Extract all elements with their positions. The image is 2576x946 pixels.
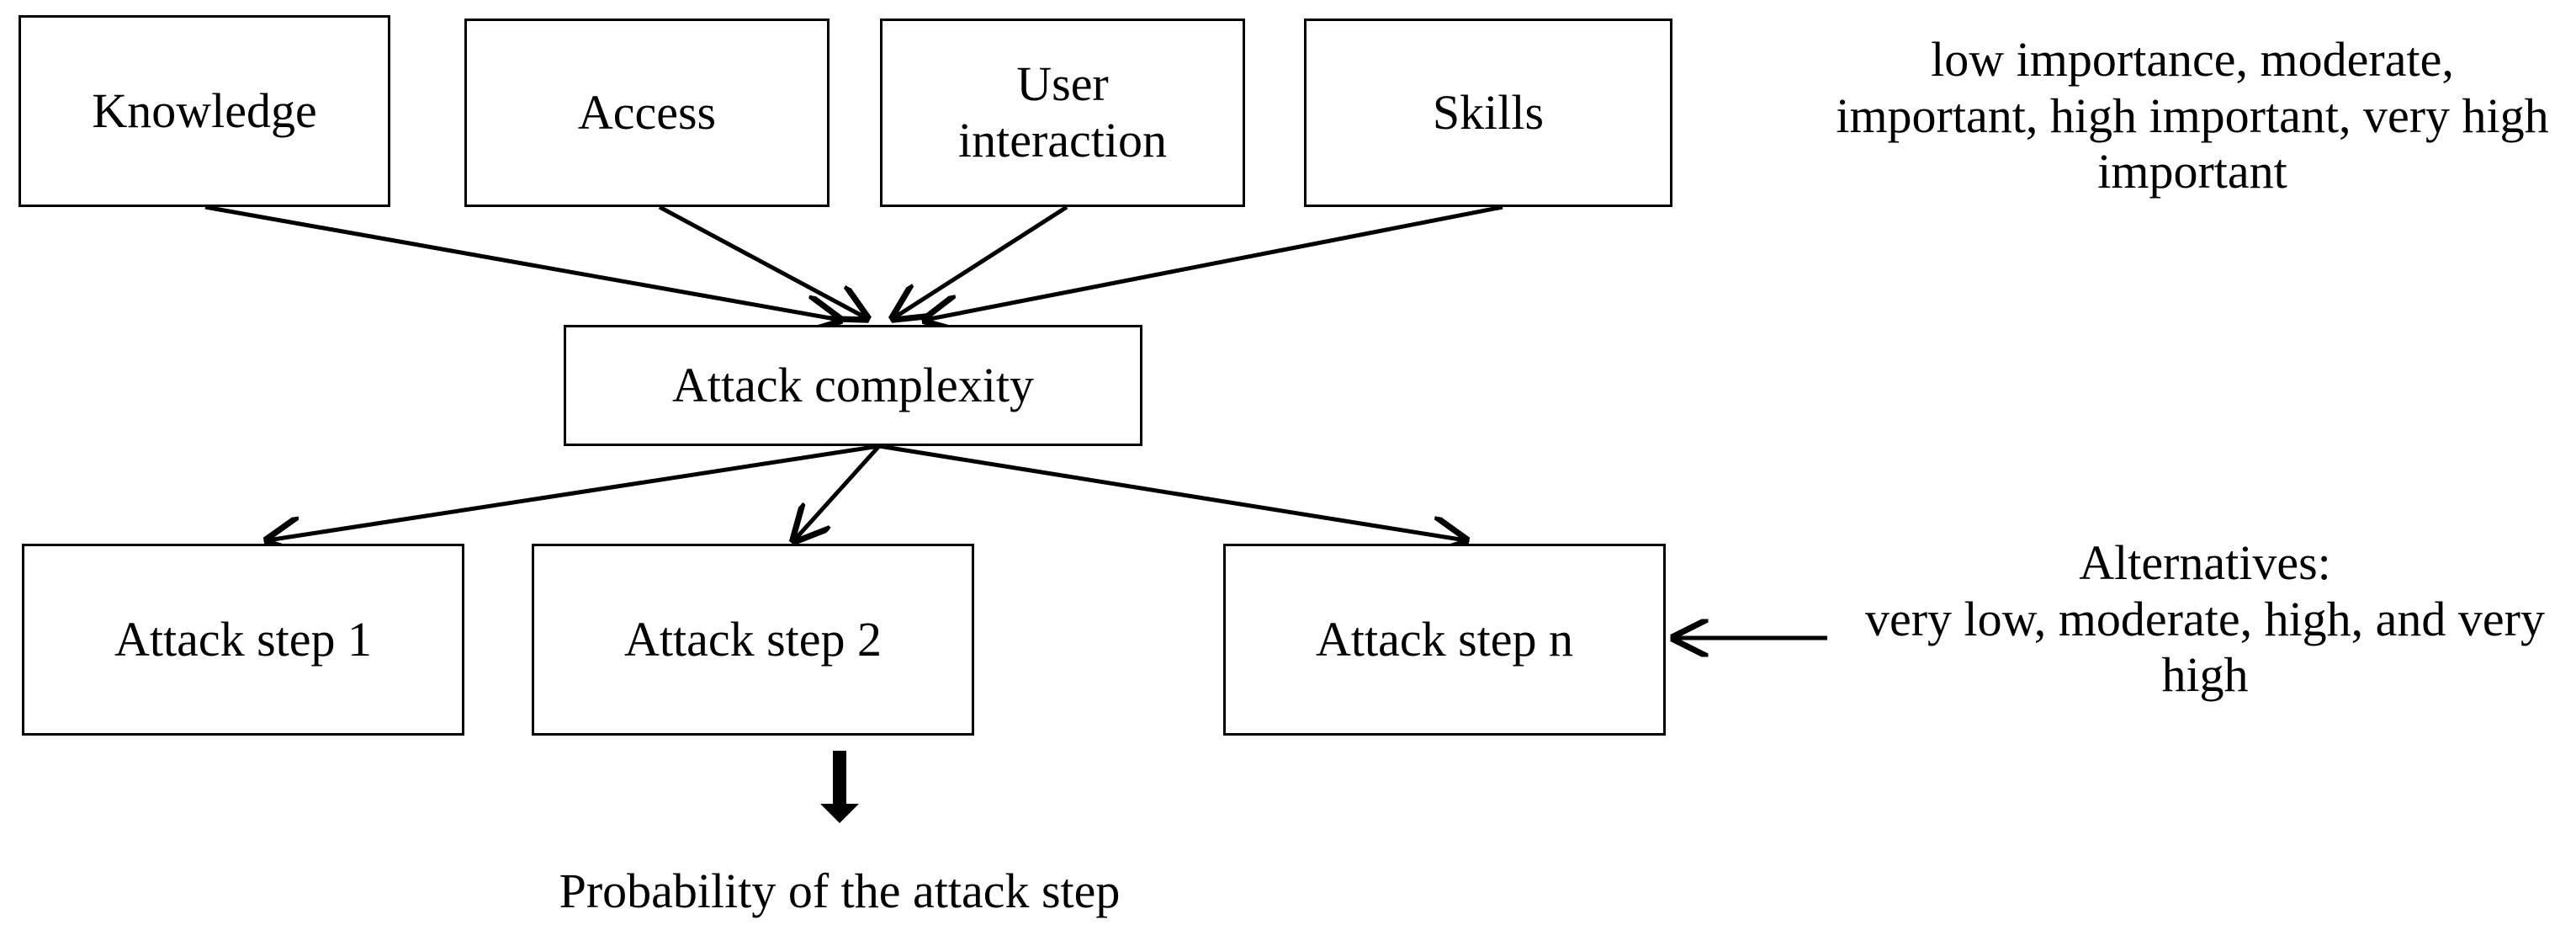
probability-label-text: Probability of the attack step	[559, 864, 1121, 918]
arrow-knowledge-to-complexity	[204, 205, 840, 320]
factor-label: User interaction	[957, 56, 1167, 167]
arrow-complexity-to-step-2	[794, 444, 881, 540]
alternatives-note: Alternatives: very low, moderate, high, …	[1847, 535, 2563, 704]
importance-note: low importance, moderate, important, hig…	[1831, 32, 2554, 200]
importance-note-text: low importance, moderate, important, hig…	[1836, 32, 2549, 199]
factor-box-knowledge: Knowledge	[19, 15, 390, 207]
alternatives-heading: Alternatives:	[2079, 535, 2331, 590]
factor-label: Skills	[1432, 84, 1545, 140]
factor-label: Access	[577, 84, 717, 140]
attack-step-box-1: Attack step 1	[22, 544, 464, 736]
factor-box-access: Access	[464, 19, 830, 207]
attack-complexity-label: Attack complexity	[671, 357, 1035, 412]
attack-step-box-2: Attack step 2	[532, 544, 974, 736]
arrow-user-interaction-to-complexity	[893, 205, 1068, 318]
probability-label: Probability of the attack step	[419, 864, 1260, 920]
attack-step-label: Attack step n	[1315, 611, 1574, 667]
arrow-complexity-to-step-1	[268, 444, 880, 540]
factor-box-skills: Skills	[1304, 19, 1672, 207]
alternatives-body: very low, moderate, high, and very high	[1865, 591, 2545, 703]
arrow-complexity-to-step-n	[878, 444, 1466, 540]
attack-step-label: Attack step 1	[114, 611, 373, 667]
factor-box-user-interaction: User interaction	[880, 19, 1245, 207]
attack-step-box-n: Attack step n	[1223, 544, 1666, 736]
arrow-access-to-complexity	[658, 205, 867, 318]
attack-complexity-box: Attack complexity	[564, 325, 1142, 446]
attack-step-label: Attack step 2	[623, 611, 883, 667]
factor-label: Knowledge	[92, 82, 317, 138]
arrow-skills-to-complexity	[925, 205, 1503, 320]
thick-down-arrow	[820, 751, 859, 823]
